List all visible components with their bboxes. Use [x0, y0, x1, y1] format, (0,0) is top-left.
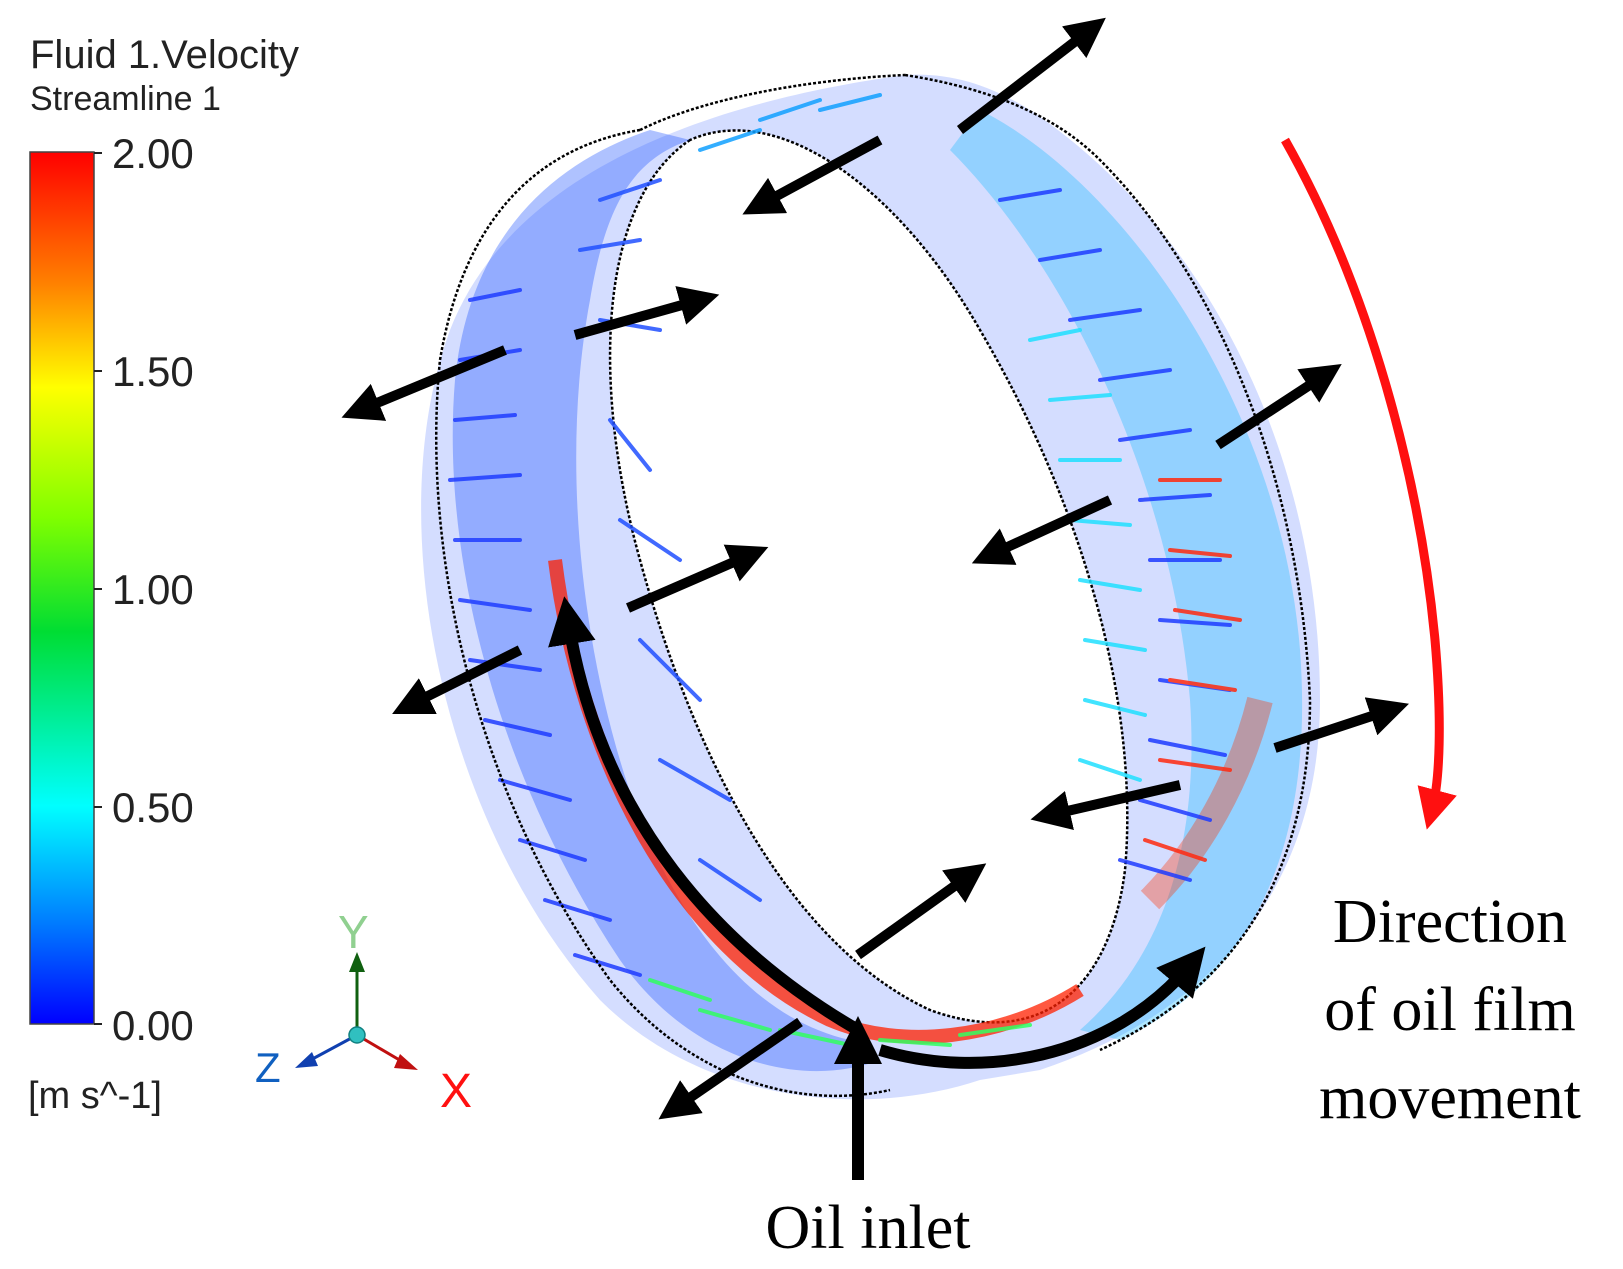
oil-spread-arrow-left [548, 596, 862, 1036]
oil-spread-arrow-right [878, 946, 1206, 1069]
direction-label-line-3: movement [1319, 1064, 1581, 1132]
annotations: Direction of oil film movement Oil inlet [766, 888, 1581, 1262]
legend-tick-label: 1.50 [112, 348, 194, 395]
legend-tick-label: 0.50 [112, 784, 194, 831]
color-legend: Fluid 1.Velocity Streamline 1 2.00 1.50 … [28, 33, 299, 1117]
flow-arrow [956, 17, 1106, 134]
direction-label-line-1: Direction [1333, 888, 1567, 956]
legend-unit: [m s^-1] [28, 1075, 162, 1117]
legend-colorbar [29, 151, 95, 1025]
axis-origin [348, 1026, 366, 1044]
axis-triad: Y X Z [255, 906, 472, 1118]
ring-high-velocity-zone [1140, 696, 1273, 910]
legend-ticks [94, 152, 102, 1025]
legend-subtitle: Streamline 1 [30, 80, 221, 118]
flow-arrow [1030, 780, 1182, 830]
legend-tick-label: 1.00 [112, 566, 194, 613]
rotation-direction-arrow [1281, 137, 1457, 830]
legend-tick-label: 0.00 [112, 1002, 194, 1049]
legend-tick-label: 2.00 [112, 130, 194, 177]
streamlines [448, 93, 1242, 1047]
ring-outer-edge [904, 73, 1312, 1052]
ring-left-band [452, 130, 880, 1072]
flow-arrow [855, 863, 987, 960]
z-axis-label: Z [255, 1044, 281, 1091]
ring-outer-edge [639, 73, 906, 132]
x-axis-arrowhead [394, 1054, 418, 1070]
direction-label-line-2: of oil film [1324, 976, 1575, 1044]
bearing-ring [421, 73, 1320, 1100]
z-axis-arrowhead [295, 1052, 318, 1068]
flow-arrow [742, 135, 883, 215]
oil-inlet-label: Oil inlet [766, 1194, 971, 1262]
x-axis-label: X [440, 1065, 472, 1118]
flow-arrow [971, 495, 1113, 565]
legend-title: Fluid 1.Velocity [30, 33, 299, 77]
flow-arrow [341, 345, 507, 421]
oil-inlet-arrows [548, 596, 1206, 1180]
y-axis-label: Y [338, 906, 369, 958]
flow-arrow [626, 544, 769, 613]
flow-arrow [1215, 364, 1342, 450]
flow-arrows [341, 17, 1409, 1120]
flow-arrow [658, 1017, 803, 1120]
flow-arrow [392, 645, 523, 714]
ring-right-band [950, 110, 1303, 1040]
flow-arrow [1273, 697, 1409, 753]
flow-arrow [573, 286, 720, 340]
y-axis-arrowhead [349, 952, 365, 972]
